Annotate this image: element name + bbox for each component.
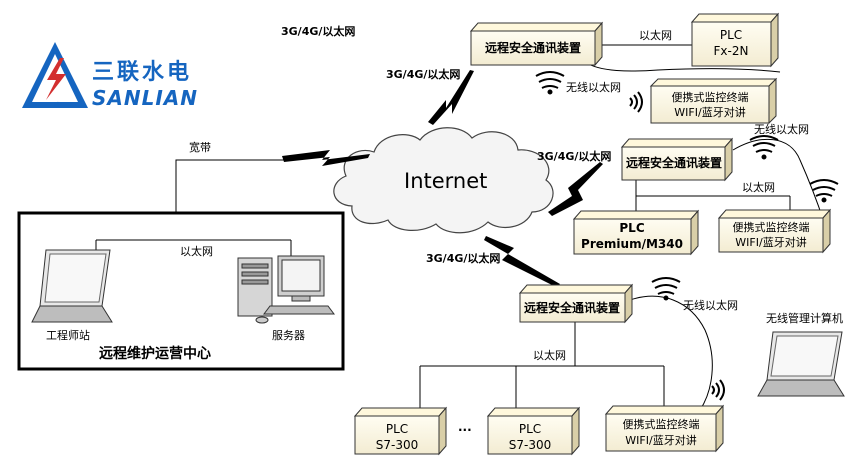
site3-device-label: 远程安全通讯装置 xyxy=(523,301,621,315)
cell-label-left: 3G/4G/以太网 xyxy=(386,68,461,81)
server-label: 服务器 xyxy=(272,329,305,342)
server-computer-icon xyxy=(237,255,335,324)
lightning-icon xyxy=(548,162,603,216)
site2-ethernet-label: 以太网 xyxy=(742,181,775,194)
logo-mark-text: 三联 xyxy=(48,102,61,109)
site3-plc2-line1: PLC xyxy=(518,422,542,436)
site1-wireless-curve xyxy=(584,61,781,73)
internet-label: Internet xyxy=(404,169,488,193)
logo-english-name: SANLIAN xyxy=(92,86,199,110)
site2-terminal-line1: 便携式监控终端 xyxy=(732,221,810,234)
lightning-icon xyxy=(282,150,370,166)
site2-plc-box xyxy=(572,209,700,256)
lightning-icon xyxy=(428,70,474,125)
site1-comm-device-box xyxy=(469,21,604,67)
site3-plc2-line2: S7-300 xyxy=(508,438,552,452)
cloud-icon xyxy=(333,127,554,234)
site3-terminal-box xyxy=(604,404,725,453)
broadband-label: 宽带 xyxy=(189,141,211,154)
site3-ethernet-label: 以太网 xyxy=(533,349,566,362)
site3-terminal-line2: WIFI/蓝牙对讲 xyxy=(625,434,697,447)
site1-plc-line1: PLC xyxy=(719,28,743,42)
operations-center-frame xyxy=(17,211,345,371)
site1-wireless-label: 无线以太网 xyxy=(566,81,621,94)
site1-ethernet-label: 以太网 xyxy=(639,29,672,42)
laptop-icon xyxy=(31,249,113,323)
site1-device-label: 远程安全通讯装置 xyxy=(484,41,582,55)
site2-wireless-curve xyxy=(732,138,825,223)
cell-label-mid: 3G/4G/以太网 xyxy=(537,150,612,163)
site2-plc-line2: Premium/M340 xyxy=(581,237,683,251)
site1-terminal-line1: 便携式监控终端 xyxy=(671,91,749,104)
wifi-signal-icon xyxy=(809,179,839,203)
site3-plc2-box xyxy=(486,406,581,456)
site1-terminal-line2: WIFI/蓝牙对讲 xyxy=(674,106,746,119)
site2-ethernet-lines xyxy=(635,178,791,212)
wifi-signal-icon xyxy=(749,135,779,160)
site3-wireless-curve xyxy=(629,295,713,411)
lightning-icon xyxy=(484,236,560,287)
laptop-label: 无线管理计算机 xyxy=(766,312,843,325)
site2-device-label: 远程安全通讯装置 xyxy=(625,156,723,170)
site3-wireless-label: 无线以太网 xyxy=(683,299,738,312)
site2-plc-line1: PLC xyxy=(619,221,645,235)
site3-comm-device-box xyxy=(518,283,634,324)
wifi-signal-icon xyxy=(535,71,565,95)
site3-ethernet-lines xyxy=(419,322,665,408)
site3-plc1-box xyxy=(353,406,448,456)
center-title: 远程维护运营中心 xyxy=(99,346,211,362)
cell-label-top: 3G/4G/以太网 xyxy=(281,25,356,38)
broadband-line xyxy=(175,159,286,212)
site2-comm-device-box xyxy=(620,137,734,182)
site2-terminal-line2: WIFI/蓝牙对讲 xyxy=(735,236,807,249)
workstation-label: 工程师站 xyxy=(46,329,90,342)
site3-ellipsis: ... xyxy=(458,420,472,434)
laptop-icon xyxy=(757,331,845,397)
center-ethernet-label: 以太网 xyxy=(180,245,213,258)
site1-terminal-box xyxy=(649,77,778,125)
site2-terminal-box xyxy=(717,208,832,254)
wifi-signal-icon xyxy=(651,277,681,301)
site2-wireless-label: 无线以太网 xyxy=(754,123,809,136)
site3-terminal-line1: 便携式监控终端 xyxy=(622,418,700,431)
logo-chinese-name: 三联水电 xyxy=(92,60,193,85)
site3-plc1-line1: PLC xyxy=(385,422,409,436)
sanlian-logo-mark xyxy=(22,42,88,108)
wifi-signal-icon xyxy=(711,379,725,401)
cell-label-bottom: 3G/4G/以太网 xyxy=(426,252,501,265)
site3-plc1-line2: S7-300 xyxy=(375,438,419,452)
wifi-signal-icon xyxy=(629,91,643,113)
site1-plc-box xyxy=(690,12,780,68)
site1-plc-line2: Fx-2N xyxy=(713,44,749,58)
